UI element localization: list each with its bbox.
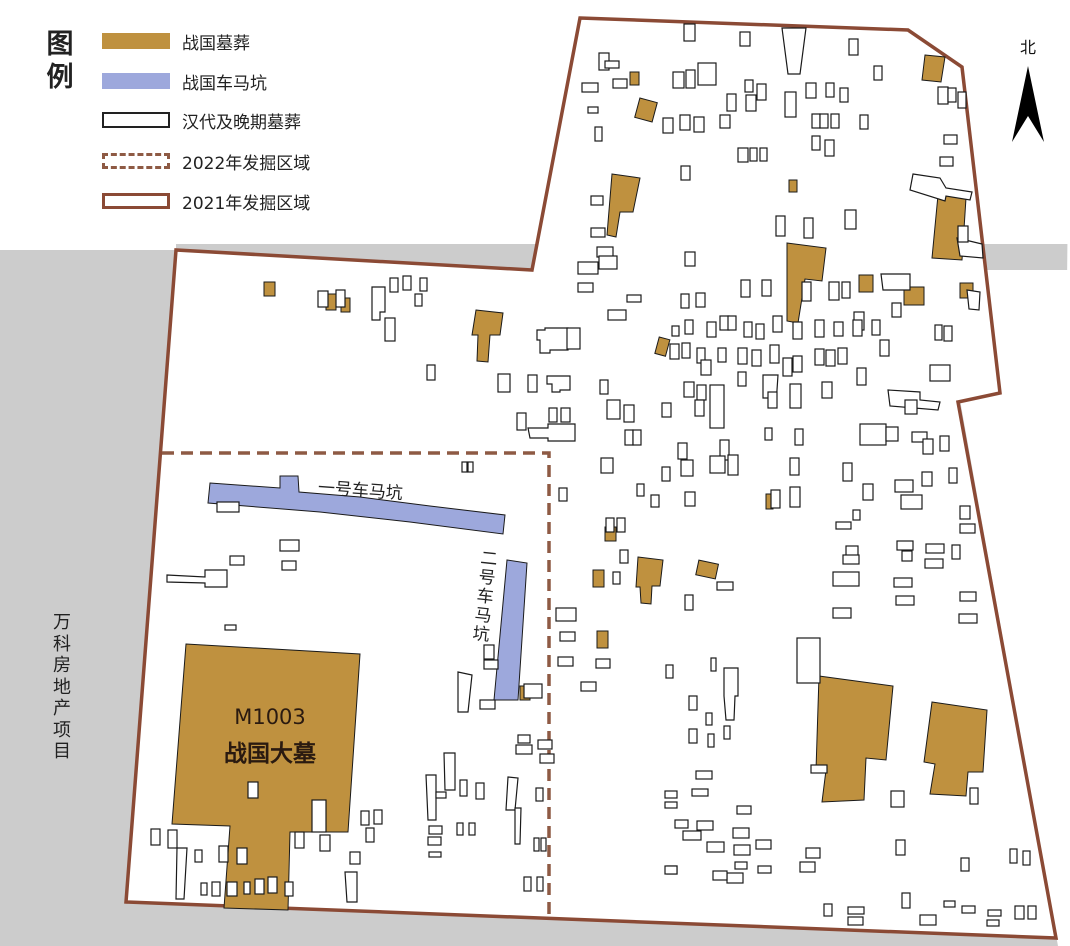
side-label-char: 地	[53, 676, 71, 698]
tomb-m1003	[171, 643, 361, 911]
legend-item-warring-states-tomb: 战国墓葬	[102, 29, 250, 54]
swatch-chariot-pit	[102, 73, 170, 89]
swatch-excavation-2021	[102, 193, 170, 209]
legend-label: 2021年发掘区域	[182, 193, 311, 214]
side-label-char: 项	[53, 719, 71, 741]
han-later-tombs	[150, 23, 1037, 927]
chariot-pit-1	[207, 475, 506, 535]
side-label-char: 产	[53, 698, 71, 719]
legend-item-excavation-2021: 2021年发掘区域	[102, 189, 311, 214]
north-compass: 北	[1010, 34, 1046, 154]
tomb-m1003-id: M1003	[234, 705, 306, 729]
legend-title-char: 图	[46, 29, 74, 60]
swatch-excavation-2022	[102, 153, 170, 169]
legend-label: 汉代及晚期墓葬	[182, 112, 301, 133]
swatch-han-later-tomb	[102, 112, 170, 128]
north-label: 北	[1019, 38, 1036, 57]
side-label-char: 万	[53, 612, 71, 633]
legend-item-han-later-tomb: 汉代及晚期墓葬	[102, 108, 301, 133]
side-label-char: 房	[53, 655, 71, 676]
chariot-pit-2	[493, 559, 528, 701]
legend-item-excavation-2022: 2022年发掘区域	[102, 149, 311, 174]
legend-label: 战国车马坑	[182, 73, 267, 94]
legend: 图 例 战国墓葬 战国车马坑 汉代及晚期墓葬 2022年发掘区域 2021年发掘…	[0, 0, 340, 230]
legend-label: 战国墓葬	[182, 33, 250, 54]
legend-title-char: 例	[46, 62, 74, 93]
legend-label: 2022年发掘区域	[182, 153, 311, 174]
warring-states-tombs	[263, 54, 988, 803]
north-arrow-icon	[1012, 66, 1044, 142]
pit2-label-char: 坑	[471, 623, 491, 646]
swatch-warring-states-tomb	[102, 33, 170, 49]
side-label-char: 科	[53, 633, 71, 655]
legend-title: 图 例	[42, 28, 78, 94]
legend-item-chariot-pit: 战国车马坑	[102, 69, 267, 94]
vanke-project-label: 万 科 房 地 产 项 目	[50, 612, 74, 763]
tomb-m1003-name: 战国大墓	[224, 741, 316, 767]
side-label-char: 目	[53, 741, 71, 762]
